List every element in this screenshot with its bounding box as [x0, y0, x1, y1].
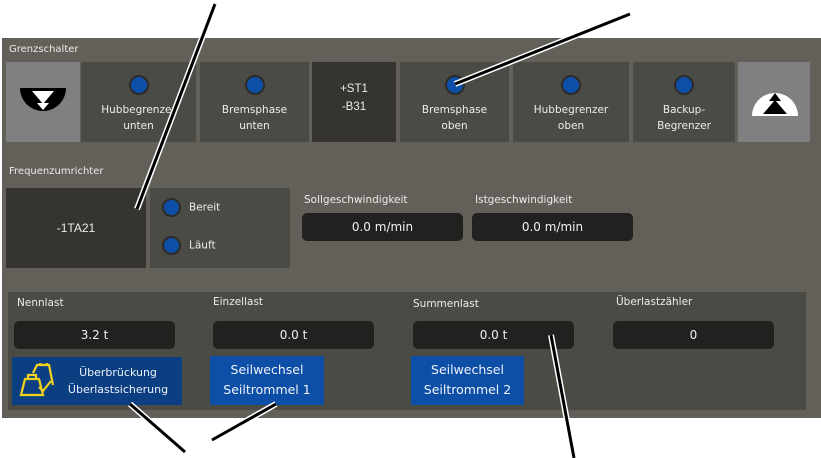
- device-location: +ST1: [340, 83, 368, 95]
- status-led: [162, 236, 181, 255]
- overload-counter-value: 0: [613, 321, 774, 349]
- button-label: Seilwechsel: [230, 362, 304, 377]
- status-led: [244, 75, 265, 95]
- limit-tile-hoist-limiter-lower[interactable]: Hubbegrenzer unten: [81, 62, 196, 142]
- single-load-value: 0.0 t: [213, 321, 374, 349]
- arrow-up-icon: [752, 93, 798, 116]
- status-led: [444, 75, 465, 95]
- tile-label: Bremsphase: [421, 104, 488, 116]
- limit-tile-hoist-limiter-upper[interactable]: Hubbegrenzer oben: [513, 62, 629, 142]
- frequency-converter-title: Frequenzumrichter: [9, 166, 104, 177]
- limit-tile-brake-phase-upper[interactable]: Bremsphase oben: [400, 62, 509, 142]
- target-speed-value: 0.0 m/min: [302, 213, 463, 241]
- actual-speed-label: Istgeschwindigkeit: [475, 194, 573, 206]
- status-led: [674, 75, 694, 95]
- device-tag: -B31: [341, 101, 367, 113]
- limit-tile-brake-phase-lower[interactable]: Bremsphase unten: [200, 62, 309, 142]
- status-running: Läuft: [162, 236, 216, 255]
- tile-sublabel: Begrenzer: [657, 120, 711, 132]
- status-led: [128, 75, 149, 95]
- total-load-label: Summenlast: [413, 298, 479, 310]
- target-speed-label: Sollgeschwindigkeit: [304, 194, 408, 206]
- move-up-button[interactable]: [738, 62, 810, 142]
- limit-tile-backup-limiter[interactable]: Backup- Begrenzer: [633, 62, 735, 142]
- total-load-value: 0.0 t: [413, 321, 574, 349]
- bypass-overload-protection-button[interactable]: Überbrückung Überlastsicherung: [12, 357, 182, 405]
- status-label: Läuft: [189, 239, 216, 252]
- tile-sublabel: oben: [557, 120, 585, 132]
- button-sublabel: Seiltrommel 1: [223, 382, 311, 397]
- arrow-down-icon: [20, 88, 66, 111]
- status-label: Bereit: [189, 201, 221, 214]
- tile-label: Hubbegrenzer: [101, 104, 176, 116]
- actual-speed-value: 0.0 m/min: [472, 213, 633, 241]
- status-led: [162, 198, 181, 217]
- button-label: Seilwechsel: [431, 362, 504, 377]
- tile-sublabel: unten: [123, 120, 154, 132]
- limit-switches-title: Grenzschalter: [9, 44, 79, 55]
- button-sublabel: Seiltrommel 2: [423, 382, 512, 397]
- tile-sublabel: oben: [441, 120, 468, 132]
- tile-label: Backup-: [662, 104, 706, 116]
- rated-load-label: Nennlast: [17, 297, 64, 309]
- tile-label: Hubbegrenzer: [533, 104, 609, 116]
- rated-load-value: 3.2 t: [14, 321, 175, 349]
- rope-change-drum-1-button[interactable]: Seilwechsel Seiltrommel 1: [210, 356, 324, 405]
- tile-sublabel: unten: [239, 120, 270, 132]
- button-label: Überbrückung: [79, 366, 157, 379]
- converter-id: -1TA21: [6, 188, 146, 268]
- weights-check-icon: [19, 363, 55, 397]
- device-id-tile: +ST1 -B31: [312, 62, 396, 142]
- tile-label: Bremsphase: [221, 104, 288, 116]
- button-sublabel: Überlastsicherung: [67, 383, 169, 396]
- single-load-label: Einzellast: [213, 296, 264, 308]
- rope-change-drum-2-button[interactable]: Seilwechsel Seiltrommel 2: [411, 356, 524, 405]
- status-ready: Bereit: [162, 198, 220, 217]
- move-down-button[interactable]: [6, 62, 80, 142]
- status-led: [561, 75, 581, 95]
- overload-counter-label: Überlastzähler: [616, 296, 693, 308]
- converter-status: Bereit Läuft: [150, 188, 290, 268]
